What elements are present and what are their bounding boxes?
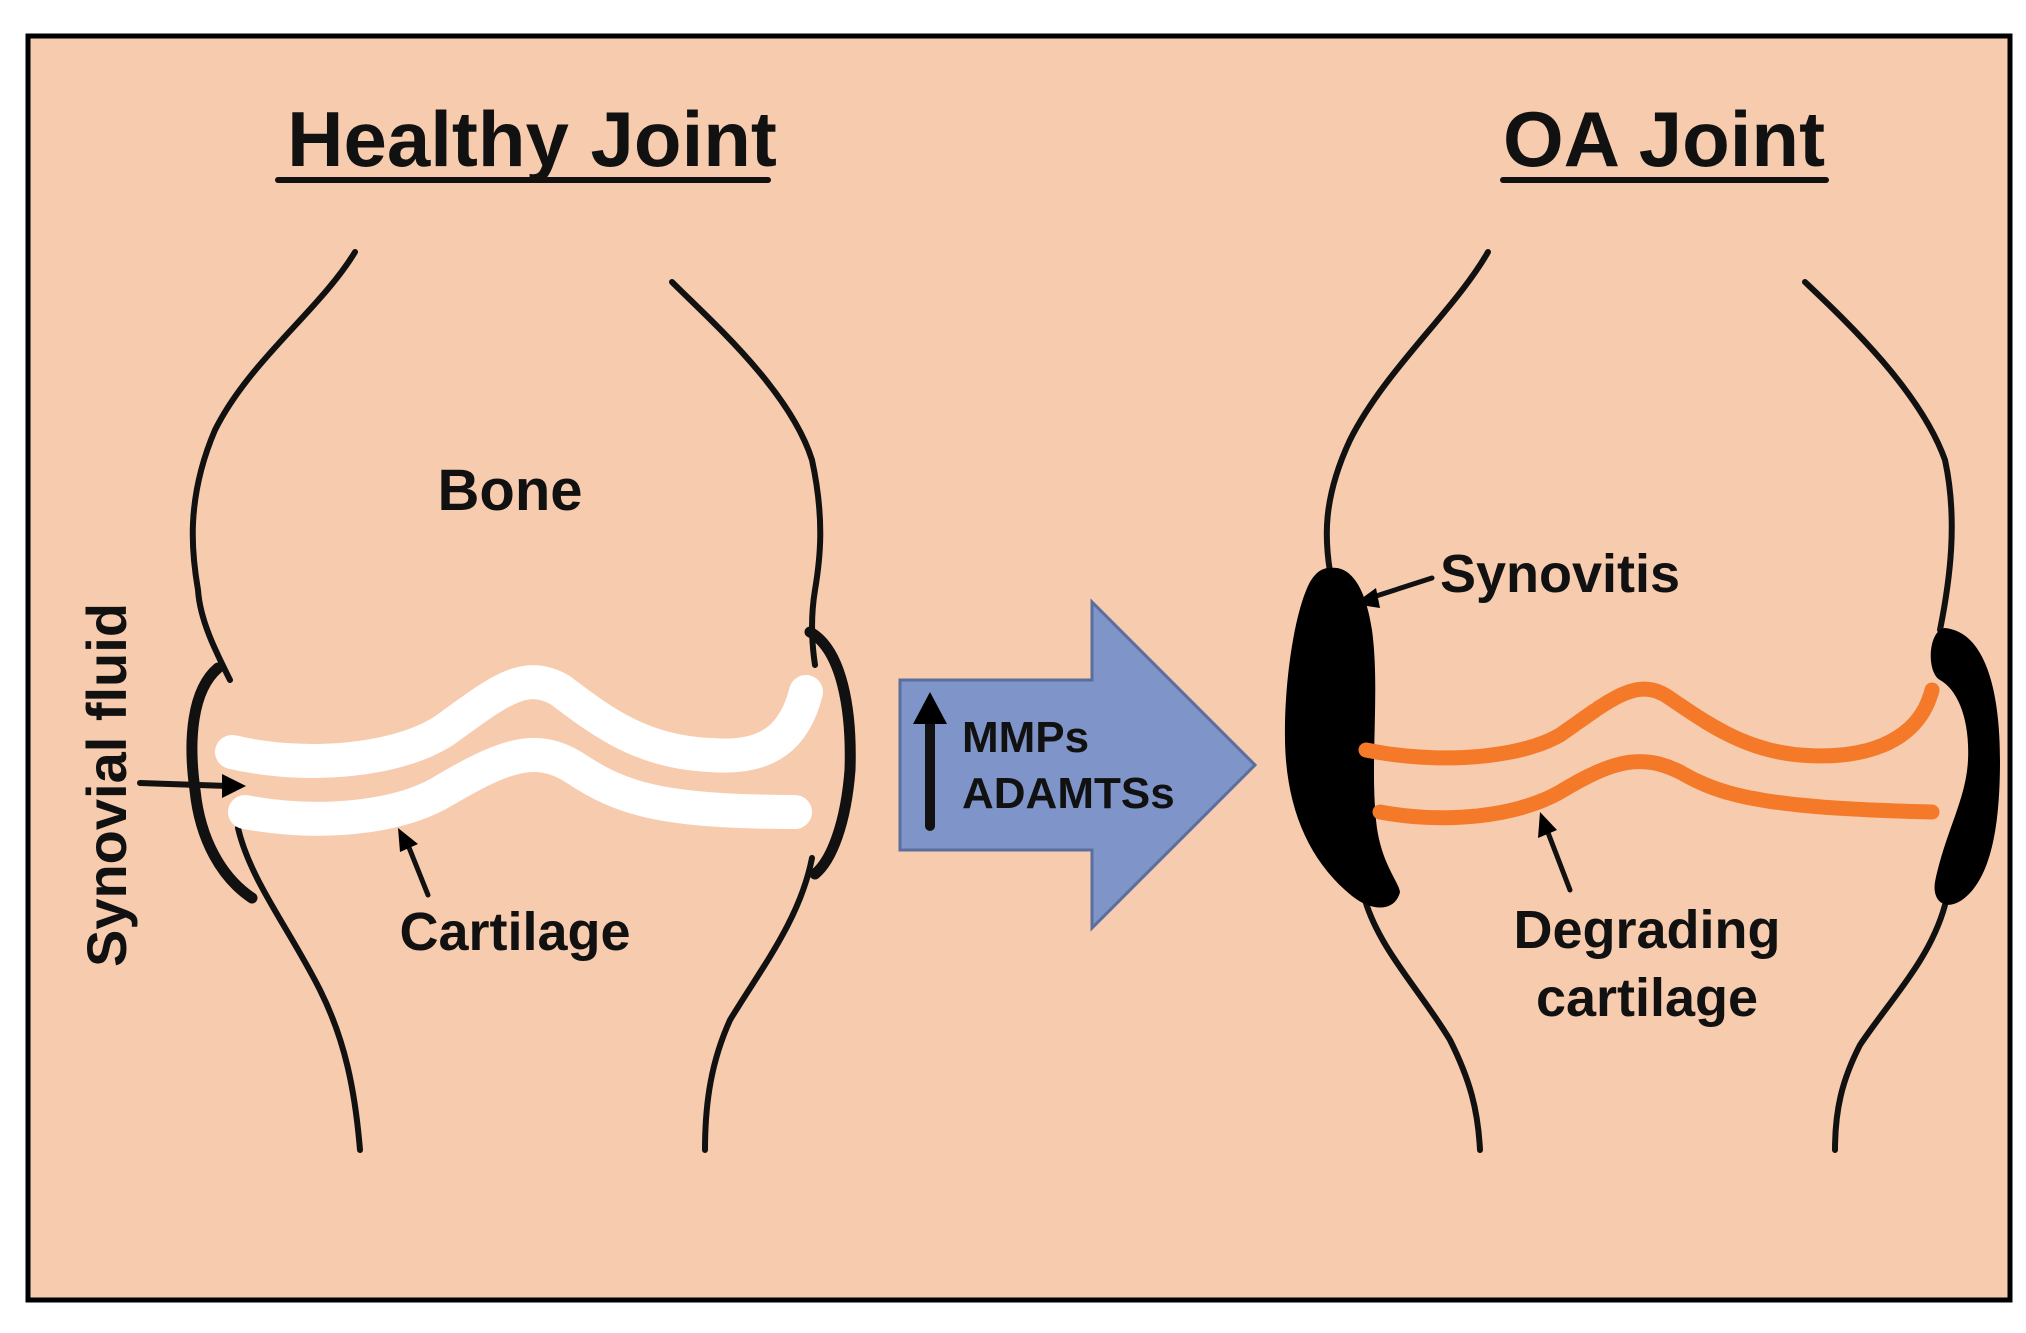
synovitis-left-mass [1284,567,1400,908]
cartilage-label: Cartilage [399,902,630,962]
oa-joint-group: OA Joint Synovitis Degrading cartilage [1284,95,2000,1153]
healthy-left-capsule [186,662,258,904]
synovitis-pointer-line [1367,575,1435,601]
up-arrow-icon-head [913,692,947,724]
healthy-joint-group: Healthy Joint Bone Cartilage Synovial fl… [75,95,856,1153]
synovial-fluid-pointer-line [137,780,231,789]
synovitis-label: Synovitis [1440,544,1680,604]
oa-lower-cartilage [1372,754,1940,826]
healthy-upper-bone-outline [189,249,358,683]
oa-lower-bone-outline-right [1832,902,1948,1153]
synovitis-right-mass [1930,628,2000,905]
healthy-right-capsule [804,626,856,880]
mmps-label: MMPs [962,713,1089,762]
cartilage-pointer-line [405,842,431,898]
cartilage-pointer-head [398,828,418,852]
degrading-cartilage-pointer-line [1544,827,1573,893]
process-arrow-group: MMPs ADAMTSs [898,598,1258,932]
healthy-lower-cartilage [228,738,812,836]
healthy-upper-cartilage [215,665,823,778]
oa-joint-title: OA Joint [1503,95,1825,183]
oa-upper-bone-outline [1323,249,1491,575]
adamtss-label: ADAMTSs [962,769,1175,818]
process-arrow [898,598,1258,932]
degrading-cartilage-pointer-head [1538,812,1557,838]
oa-upper-cartilage [1358,681,1940,766]
synovial-fluid-pointer-head [222,774,246,798]
degrading-cartilage-label-line2: cartilage [1536,968,1758,1028]
synovitis-pointer-head [1354,588,1380,608]
diagram-panel [25,33,2013,1303]
healthy-lower-bone-outline [235,825,363,1153]
synovial-fluid-label: Synovial fluid [75,603,138,967]
healthy-upper-bone-outline-right [669,279,824,668]
degrading-cartilage-label-line1: Degrading [1513,900,1780,960]
healthy-lower-bone-outline-right [702,855,815,1153]
oa-lower-bone-outline [1362,897,1483,1153]
healthy-joint-title: Healthy Joint [287,95,777,183]
bone-label: Bone [438,458,583,523]
oa-upper-bone-outline-right [1802,279,1955,633]
